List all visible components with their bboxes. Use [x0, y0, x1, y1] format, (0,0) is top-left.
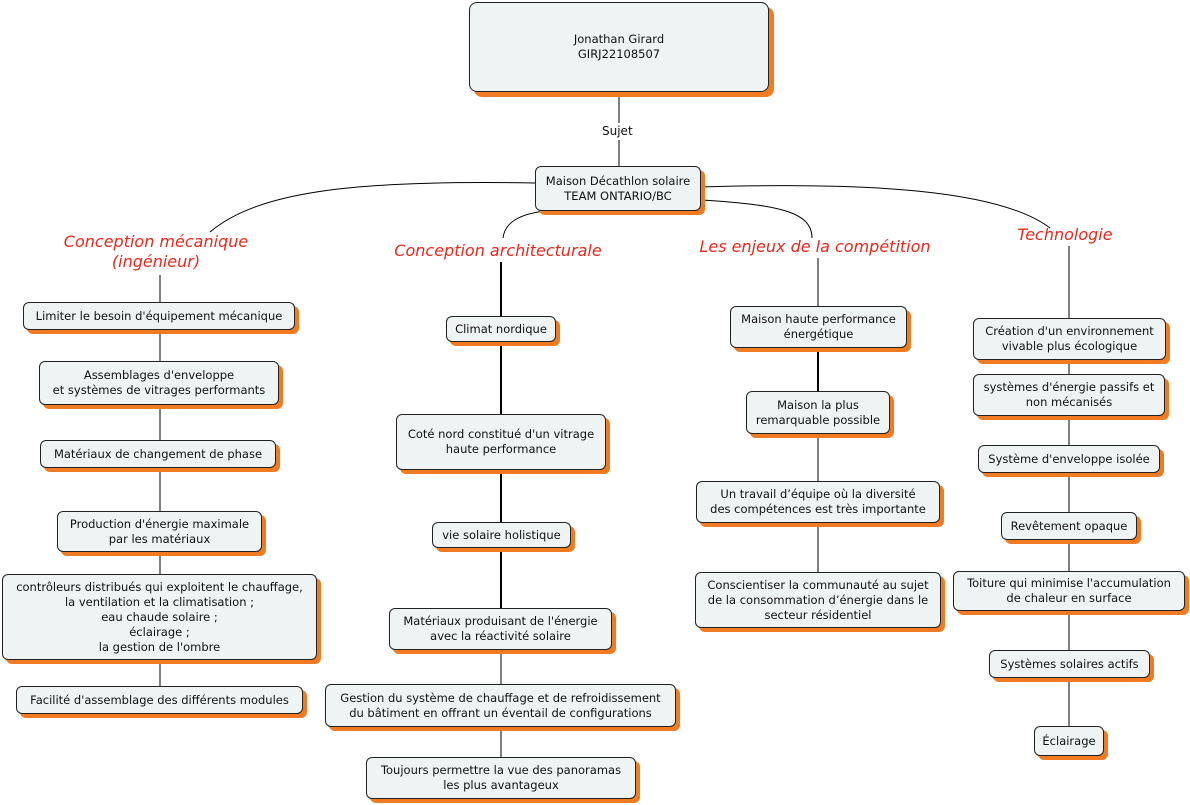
technologie-item[interactable]: Création d'un environnement vivable plus… — [973, 318, 1166, 360]
enjeux-item[interactable]: Conscientiser la communauté au sujet de … — [695, 572, 941, 628]
technologie-item[interactable]: Revêtement opaque — [1001, 512, 1137, 540]
architecturale-item[interactable]: Coté nord constitué d'un vitrage haute p… — [396, 414, 606, 470]
architecturale-item[interactable]: Climat nordique — [446, 316, 556, 342]
technologie-item[interactable]: Systèmes solaires actifs — [989, 650, 1150, 678]
enjeux-item[interactable]: Un travail d’équipe où la diversité des … — [696, 481, 940, 523]
category-architecturale: Conception architecturale — [394, 241, 602, 260]
architecturale-item[interactable]: Gestion du système de chauffage et de re… — [325, 684, 676, 727]
subject-line1: Maison Décathlon solaire — [545, 173, 691, 188]
mecanique-item[interactable]: Facilité d'assemblage des différents mod… — [16, 686, 303, 714]
technologie-item[interactable]: systèmes d'énergie passifs et non mécani… — [973, 374, 1165, 416]
category-mecanique: Conception mécanique (ingénieur) — [63, 232, 249, 271]
mecanique-item[interactable]: Production d'énergie maximale par les ma… — [57, 511, 262, 552]
technologie-item[interactable]: Toiture qui minimise l'accumulation de c… — [953, 571, 1185, 611]
category-enjeux: Les enjeux de la compétition — [699, 237, 931, 256]
root-node[interactable]: Jonathan Girard GIRJ22108507 — [469, 2, 769, 92]
subject-line2: TEAM ONTARIO/BC — [564, 188, 672, 203]
link-label: Sujet — [600, 124, 635, 138]
category-technologie: Technologie — [1017, 225, 1113, 244]
architecturale-item[interactable]: Matériaux produisant de l'énergie avec l… — [389, 608, 612, 650]
enjeux-item[interactable]: Maison la plus remarquable possible — [746, 391, 890, 434]
root-id: GIRJ22108507 — [577, 47, 661, 61]
mecanique-item[interactable]: Limiter le besoin d'équipement mécanique — [23, 302, 295, 330]
mecanique-item[interactable]: contrôleurs distribués qui exploitent le… — [2, 574, 317, 660]
technologie-item[interactable]: Éclairage — [1034, 726, 1104, 756]
mecanique-item[interactable]: Assemblages d'enveloppe et systèmes de v… — [39, 361, 279, 405]
architecturale-item[interactable]: Toujours permettre la vue des panoramas … — [366, 757, 636, 799]
architecturale-item[interactable]: vie solaire holistique — [432, 522, 571, 548]
root-name: Jonathan Girard — [573, 32, 665, 46]
enjeux-item[interactable]: Maison haute performance énergétique — [730, 306, 907, 348]
technologie-item[interactable]: Système d'enveloppe isolée — [978, 445, 1160, 473]
mecanique-item[interactable]: Matériaux de changement de phase — [40, 440, 276, 468]
subject-node[interactable]: Maison Décathlon solaire TEAM ONTARIO/BC — [535, 166, 701, 211]
